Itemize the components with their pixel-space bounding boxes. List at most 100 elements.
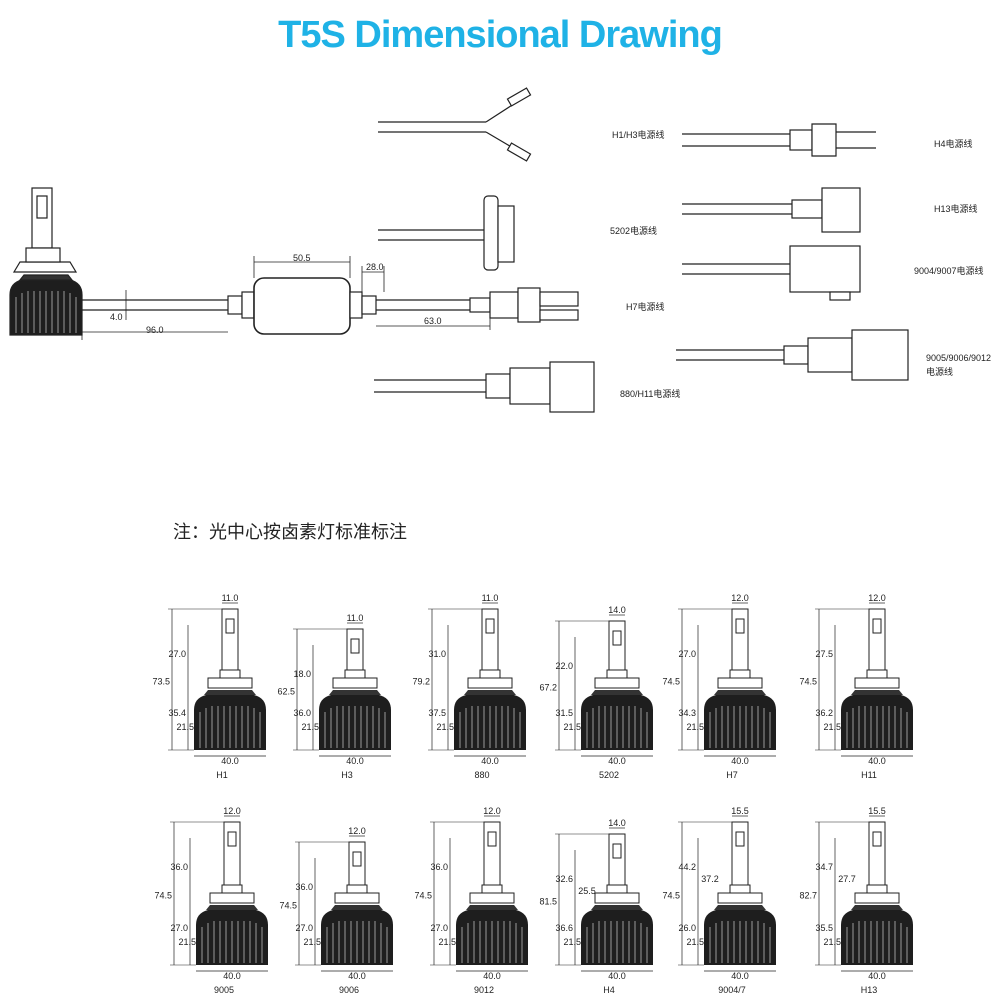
dim-led-height: 27.0	[678, 649, 696, 659]
dim-total-height: 81.5	[539, 897, 557, 907]
dim-led-height: 27.5	[815, 649, 833, 659]
dim-base-height: 34.3	[678, 708, 696, 718]
dim-total-height: 82.7	[799, 891, 817, 901]
dim-box-width: 50.5	[293, 253, 311, 263]
p9004-lead	[682, 245, 861, 301]
dim-base-height: 27.0	[170, 923, 188, 933]
dim-base-height: 26.0	[678, 923, 696, 933]
dim-base-width: 40.0	[483, 971, 501, 981]
dim-bottom-height: 21.5	[436, 722, 454, 732]
h4-lead	[682, 123, 876, 157]
dim-base-height: 36.6	[555, 923, 573, 933]
bulb-name: 880	[474, 770, 489, 780]
dim-top-width: 15.5	[731, 806, 749, 816]
dim-bottom-height: 21.5	[686, 722, 704, 732]
dim-total-height: 74.5	[799, 677, 817, 687]
page-title: T5S Dimensional Drawing	[278, 14, 723, 56]
bulb-name: H7	[726, 770, 738, 780]
dim-bottom-height: 21.5	[563, 937, 581, 947]
bulb-name: 9005	[214, 985, 234, 995]
dim-top-width: 11.0	[482, 593, 499, 603]
dim-base-height: 35.4	[168, 708, 186, 718]
label-h4: H4电源线	[934, 138, 973, 149]
dim-base-width: 40.0	[608, 756, 626, 766]
dim-led-height: 36.0	[430, 862, 448, 872]
dim-total-height: 62.5	[277, 687, 295, 697]
bulb-name: 9004/7	[718, 985, 746, 995]
label-h1h3: H1/H3电源线	[612, 129, 665, 140]
dim-base-width: 40.0	[221, 756, 239, 766]
h13-lead	[682, 187, 861, 233]
dim-cable-gap: 4.0	[110, 312, 123, 322]
dim-base-width: 40.0	[481, 756, 499, 766]
p5202-lead	[378, 195, 515, 271]
bulb-name: 9006	[339, 985, 359, 995]
dim-top-width: 14.0	[608, 818, 626, 828]
dim-total-height: 79.2	[412, 677, 430, 687]
dim-led-height: 44.2	[678, 862, 696, 872]
dim-top-width: 15.5	[868, 806, 886, 816]
p880-lead	[374, 361, 595, 413]
dim-total-height: 73.5	[152, 677, 170, 687]
bulb-name: H11	[861, 770, 877, 780]
dim-base-height: 27.0	[430, 923, 448, 933]
main-bulb	[9, 187, 83, 336]
dim-bottom-height: 21.5	[176, 722, 194, 732]
dim-top-width: 12.0	[348, 826, 366, 836]
bulb-H1: 11.040.073.527.035.421.5H1	[152, 593, 267, 780]
dim-top-width: 12.0	[483, 806, 501, 816]
bulb-name: 5202	[599, 770, 619, 780]
dim-bottom-height: 21.5	[301, 722, 319, 732]
dim-output-cable: 63.0	[424, 316, 442, 326]
dim-base-height: 35.5	[815, 923, 833, 933]
dim-base-width: 40.0	[608, 971, 626, 981]
label-h7: H7电源线	[626, 301, 665, 312]
dim-led-height: 31.0	[428, 649, 446, 659]
label-9005-line2: 电源线	[926, 366, 953, 377]
dim-base-width: 40.0	[223, 971, 241, 981]
dim-top-width: 12.0	[731, 593, 749, 603]
dim-box-end: 28.0	[366, 262, 384, 272]
p9005-lead	[676, 329, 909, 381]
label-880: 880/H11电源线	[620, 388, 680, 399]
bulb-name: 9012	[474, 985, 494, 995]
dim-base-width: 40.0	[731, 971, 749, 981]
dim-bottom-height: 21.5	[438, 937, 456, 947]
bulb-name: H1	[216, 770, 228, 780]
dim-total-height: 74.5	[414, 891, 432, 901]
dim-top-width: 12.0	[868, 593, 886, 603]
wiring-diagram	[9, 87, 909, 413]
dim-base-width: 40.0	[731, 756, 749, 766]
note-text: 注：光中心按卤素灯标准标注	[173, 522, 407, 543]
dim-bulb-cable: 96.0	[146, 325, 164, 335]
dim-bottom-height: 21.5	[178, 937, 196, 947]
dim-led-height: 36.0	[295, 882, 313, 892]
bulb-9012: 12.0 40.0 74.5 36.0 27.0 21.5 9012	[414, 806, 529, 995]
dim-total-height: 67.2	[539, 683, 557, 693]
dim-base-width: 40.0	[868, 756, 886, 766]
dim-bottom-height: 21.5	[563, 722, 581, 732]
dim-base-height: 36.2	[815, 708, 833, 718]
dim-led-height: 27.0	[168, 649, 186, 659]
dim-led-height: 34.7	[815, 862, 833, 872]
label-h13: H13电源线	[934, 203, 978, 214]
dim-bottom-height: 21.5	[303, 937, 321, 947]
dim-base-width: 40.0	[868, 971, 886, 981]
label-9004: 9004/9007电源线	[914, 265, 984, 276]
dim-base-height: 31.5	[555, 708, 573, 718]
dim-total-height: 74.5	[279, 901, 297, 911]
dim-led-height: 36.0	[170, 862, 188, 872]
bulb-H4: 14.040.081.532.625.536.621.5H4	[539, 818, 654, 995]
dim-led-height-2: 37.2	[701, 874, 719, 884]
bulb-H7: 12.040.074.527.034.321.5H7	[662, 593, 777, 780]
dim-top-width: 12.0	[223, 806, 241, 816]
dim-base-width: 40.0	[348, 971, 366, 981]
bulb-grid: 11.040.073.527.035.421.5H111.040.062.518…	[152, 593, 914, 995]
